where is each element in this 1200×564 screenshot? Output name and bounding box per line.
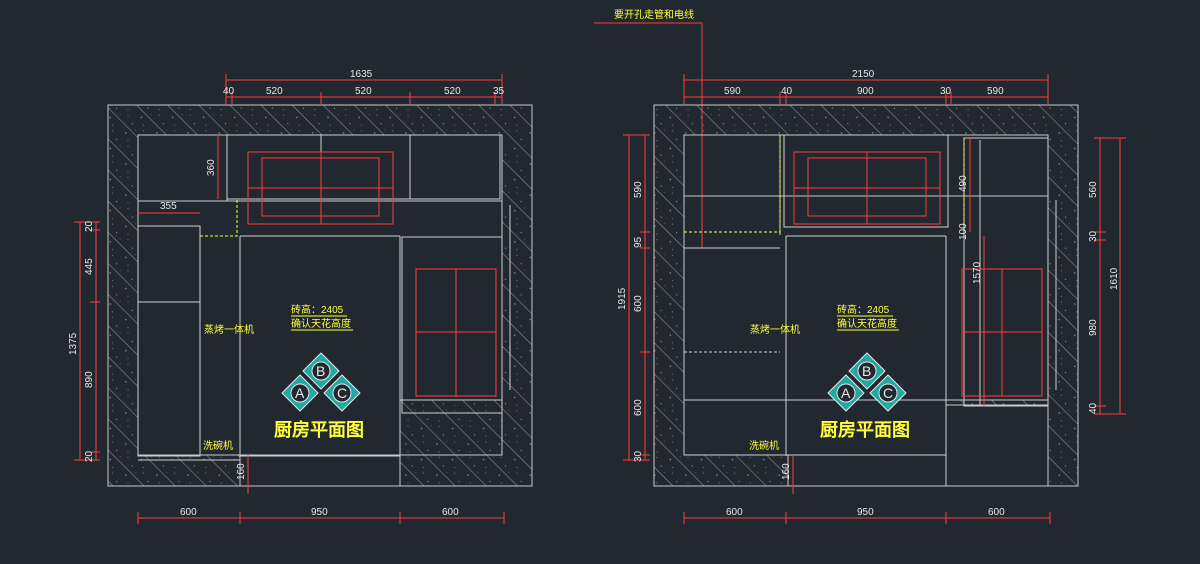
dim-top-total: 1635	[350, 69, 373, 80]
dim-seg: 30	[633, 450, 644, 462]
dim-left	[74, 221, 100, 461]
dim-bottom	[137, 455, 505, 524]
dim-right	[1094, 137, 1126, 415]
logo-abc: B A C	[827, 352, 907, 412]
note-text: 要开孔走管和电线	[614, 8, 694, 21]
steam-oven-label: 蒸烤一体机	[750, 323, 800, 336]
dishwasher-label: 洗碗机	[749, 439, 779, 452]
dim-seg: 40	[1088, 402, 1099, 414]
wall-hatch	[107, 104, 533, 487]
logo-letter: B	[862, 363, 871, 379]
dim-upper-depth: 360	[206, 159, 217, 176]
dim-seg: 30	[940, 86, 952, 97]
dim-seg: 30	[1088, 230, 1099, 242]
plan-title: 厨房平面图	[820, 419, 910, 441]
dim-right-total: 1610	[1109, 267, 1120, 290]
dim-seg: 900	[857, 86, 874, 97]
dim-bottom	[683, 455, 1051, 524]
plan-right: 2150 590 40 900 30 590 1915 590 95 600 6…	[617, 69, 1126, 524]
tile-height-label: 砖高：2405	[837, 303, 890, 316]
dim-seg: 590	[987, 86, 1004, 97]
dishwasher-label: 洗碗机	[203, 439, 233, 452]
dim-inner-490: 490	[958, 175, 969, 192]
steam-oven-label: 蒸烤一体机	[204, 323, 254, 336]
dim-top	[683, 74, 1049, 104]
dim-top-total: 2150	[852, 69, 875, 80]
dim-seg: 520	[444, 86, 461, 97]
dim-seg: 950	[311, 507, 328, 518]
pipe-route	[200, 200, 238, 237]
dim-left-total: 1915	[617, 287, 628, 310]
logo-letter: B	[316, 363, 325, 379]
ceiling-note: 确认天花高度	[291, 317, 351, 330]
dim-seg: 600	[988, 507, 1005, 518]
dim-left-total: 1375	[68, 332, 79, 355]
plan-left: 1635 40 520 520 520 35 360 355 1375 20 4…	[68, 69, 533, 524]
window-top	[793, 151, 941, 225]
dim-seg: 20	[84, 450, 95, 462]
logo-letter: C	[337, 385, 347, 401]
dim-seg: 950	[857, 507, 874, 518]
dim-seg: 520	[266, 86, 283, 97]
tall-cabinet	[137, 225, 201, 457]
dim-gap: 160	[781, 463, 792, 480]
upper-cabinet	[226, 134, 501, 200]
dim-seg: 590	[724, 86, 741, 97]
dim-seg: 40	[781, 86, 793, 97]
dim-seg: 600	[726, 507, 743, 518]
window-side	[961, 268, 1043, 397]
upper-cabinet	[783, 134, 949, 228]
dim-seg: 600	[633, 399, 644, 416]
dim-seg: 590	[633, 181, 644, 198]
dim-seg: 600	[633, 295, 644, 312]
pipe-route	[684, 135, 781, 233]
dim-side-width: 355	[160, 201, 177, 212]
window-top	[247, 151, 394, 225]
plan-title: 厨房平面图	[274, 419, 364, 441]
logo-letter: C	[883, 385, 893, 401]
dim-seg: 520	[355, 86, 372, 97]
note-leader: 要开孔走管和电线	[594, 8, 703, 248]
dim-left	[623, 134, 650, 461]
dim-top	[225, 74, 503, 104]
dim-seg: 600	[180, 507, 197, 518]
logo-abc: B A C	[281, 352, 361, 412]
dim-seg: 40	[223, 86, 235, 97]
window-side	[415, 268, 497, 397]
dim-seg: 35	[493, 86, 505, 97]
dim-inner-1570: 1570	[972, 261, 983, 284]
dim-seg: 560	[1088, 181, 1099, 198]
dim-seg: 980	[1088, 319, 1099, 336]
logo-letter: A	[295, 385, 305, 401]
ceiling-note: 确认天花高度	[837, 317, 897, 330]
counter-right	[401, 236, 503, 414]
tile-height-label: 砖高：2405	[291, 303, 344, 316]
dim-seg: 445	[84, 258, 95, 275]
dim-inner	[969, 138, 985, 406]
dim-seg: 95	[633, 236, 644, 248]
dim-seg: 600	[442, 507, 459, 518]
dim-inner-100: 100	[958, 223, 969, 240]
dim-seg: 20	[84, 220, 95, 232]
dim-seg: 890	[84, 371, 95, 388]
dim-gap: 160	[236, 463, 247, 480]
logo-letter: A	[841, 385, 851, 401]
